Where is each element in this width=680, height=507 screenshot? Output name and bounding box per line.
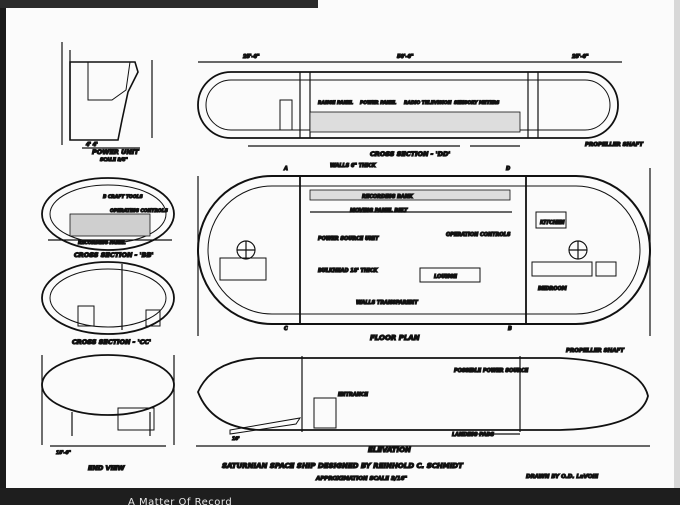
end-view-view [41,354,175,447]
range-panel-label: RANGE PANEL [318,100,353,106]
propeller-shaft-label-bottom: PROPELLER SHAFT [566,348,625,354]
dim-25b: 25'-0" [572,54,589,60]
operation-controls-label: OPERATION CONTROLS [446,232,511,238]
power-unit-scale: SCALE 3/8" [100,157,128,163]
power-panel-label: POWER PANEL [360,100,396,106]
power-unit-view [61,42,153,149]
section-mark-b: B [508,326,512,332]
kitchen-label: KITCHEN [540,220,565,226]
dim-10: 10' [232,436,240,442]
floor-plan-view [197,168,651,336]
bedroom-label: BEDROOM [538,286,567,292]
recording-panel-label: RECORDING PANEL [78,240,126,246]
section-mark-a: A [283,166,288,172]
dim-25: 25'-0" [243,54,260,60]
dim-50: 50'-0" [397,54,414,60]
cross-section-bb-label: CROSS SECTION - 'BB' [74,251,154,259]
drawing-title: SATURNIAN SPACE SHIP DESIGNED BY REINHOL… [222,462,464,470]
recording-bank-label: RECORDING BANK [362,194,414,200]
dim-15: 15'-0" [56,450,71,456]
end-view-label: END VIEW [88,464,125,472]
section-mark-d: D [506,166,510,172]
scan-right-border [674,0,680,488]
b-craft-tools-label: B CRAFT TOOLS [103,194,143,200]
operating-controls-label: OPERATING CONTROLS [110,208,168,214]
sensory-meters-label: SENSORY METERS [454,100,499,106]
elevation-label: ELEVATION [368,446,411,454]
drawing-scale: APPROXIMATION SCALE 3/16" [315,476,407,482]
scan-bottom-border [0,488,680,505]
scan-top-border [0,0,318,8]
cross-section-cc-label: CROSS SECTION - 'CC' [72,338,151,346]
possible-power-source-label: POSSIBLE POWER SOURCE [454,368,529,374]
cross-section-dd-view [197,61,622,147]
cross-section-dd-label: CROSS SECTION - 'DD' [370,150,450,158]
bulkhead-label: BULKHEAD 18' THICK [318,268,379,274]
power-unit-label: POWER UNIT [92,148,139,156]
moving-panel-belt-label: MOVING PANEL BELT [350,208,408,214]
cross-section-bb-view [41,177,175,251]
cross-section-cc-view [41,261,175,335]
drawing-credit: DRAWN BY O.D. LaVOIE [526,474,598,480]
landing-pads-label: LANDING PADS [452,432,495,438]
walls-transparent-label: WALLS TRANSPARENT [356,300,418,306]
entrance-label: ENTRANCE [338,392,369,398]
propeller-shaft-label-top: PROPELLER SHAFT [585,142,644,148]
power-source-unit-label: POWER SOURCE UNIT [318,236,379,242]
blueprint-drawing: POWER UNIT SCALE 3/8" 4' 4' 25'-0" 50'-0… [41,42,651,483]
radio-television-label: RADIO TELEVISION [404,100,452,106]
dim-4-4: 4' 4' [86,142,98,148]
walls-6-thick-label: WALLS 6" THICK [330,163,377,169]
elevation-view [196,356,650,447]
caption-text: A Matter Of Record [128,497,233,507]
scan-left-border [0,8,6,488]
lounge-label: LOUNGE [434,274,458,280]
section-mark-c: C [284,326,288,332]
floor-plan-label: FLOOR PLAN [370,334,420,342]
